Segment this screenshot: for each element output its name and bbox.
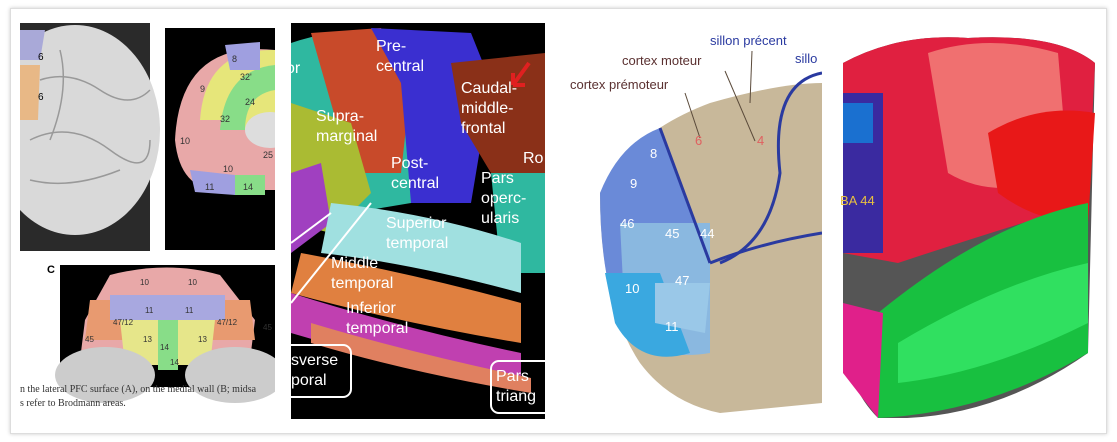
area-label: 10 [180,136,190,146]
area-label: 11 [205,182,214,192]
region-label: Post-central [391,155,439,192]
area-label: 32 [220,114,230,124]
area-label: 11 [185,306,194,315]
area-label: 14 [160,343,169,352]
area-number: 4 [757,133,764,148]
cortex-render-figure: BA 44 [840,37,1095,418]
area-label: 47/12 [113,318,134,327]
area-label: 8 [232,54,237,64]
area-label: 25 [263,150,273,160]
area-label: 6 [38,92,44,103]
annotation-label: cortex prémoteur [570,77,669,92]
area-label: 13 [143,335,152,344]
area-label: 14 [243,182,253,192]
region-label: Caudal-middle-frontal [461,80,517,137]
area-label: 11 [145,306,154,315]
area-number: 10 [625,281,639,296]
area-label: 32' [240,72,252,82]
area-label: 14 [170,358,179,367]
region-label: Pre-central [376,38,424,75]
area-number: 46 [620,216,634,231]
area-number: 47 [675,273,689,288]
area-number: 11 [665,319,679,334]
caption-line-1: n the lateral PFC surface (A), on the me… [20,384,257,395]
area-label: 10 [140,278,149,287]
annotation-label: sillon précent [710,33,787,48]
annotation-label: sillo [795,51,817,66]
area-number: 45 [665,226,679,241]
caption-line-2: s refer to Brodmann areas. [20,398,126,409]
region-label: or [291,60,301,77]
brodmann-figure: 6 6 8 32' 9 24 32 10 10 11 14 25 C [20,23,275,403]
area-label: 6 [38,52,44,63]
panel-letter: C [47,264,55,276]
panel-cortex-render: BA 44 [838,23,1095,418]
ba44-label: BA 44 [840,193,875,208]
panel-frontal-areas-fr: sillon précent sillo cortex moteur cortex p… [560,23,822,418]
panel-brodmann-pfc: 6 6 8 32' 9 24 32 10 10 11 14 25 C [20,20,275,420]
area-label: 45 [263,323,272,332]
area-label: 10 [188,278,197,287]
area-number: 8 [650,146,657,161]
area-number: 44 [700,226,714,241]
red-arrow-icon [511,61,531,87]
area-number: 6 [695,133,702,148]
area-label: 47/12 [217,318,238,327]
annotation-label: cortex moteur [622,53,702,68]
frontal-areas-figure: sillon précent sillo cortex moteur cortex p… [570,33,822,413]
area-number: 9 [630,176,637,191]
region-label: Supra-marginal [316,108,377,145]
region-label: Ro [523,150,544,167]
area-label: 13 [198,335,207,344]
area-label: 24 [245,97,255,107]
area-label: 45 [85,335,94,344]
area-label: 10 [223,164,233,174]
area-label: 9 [200,84,205,94]
